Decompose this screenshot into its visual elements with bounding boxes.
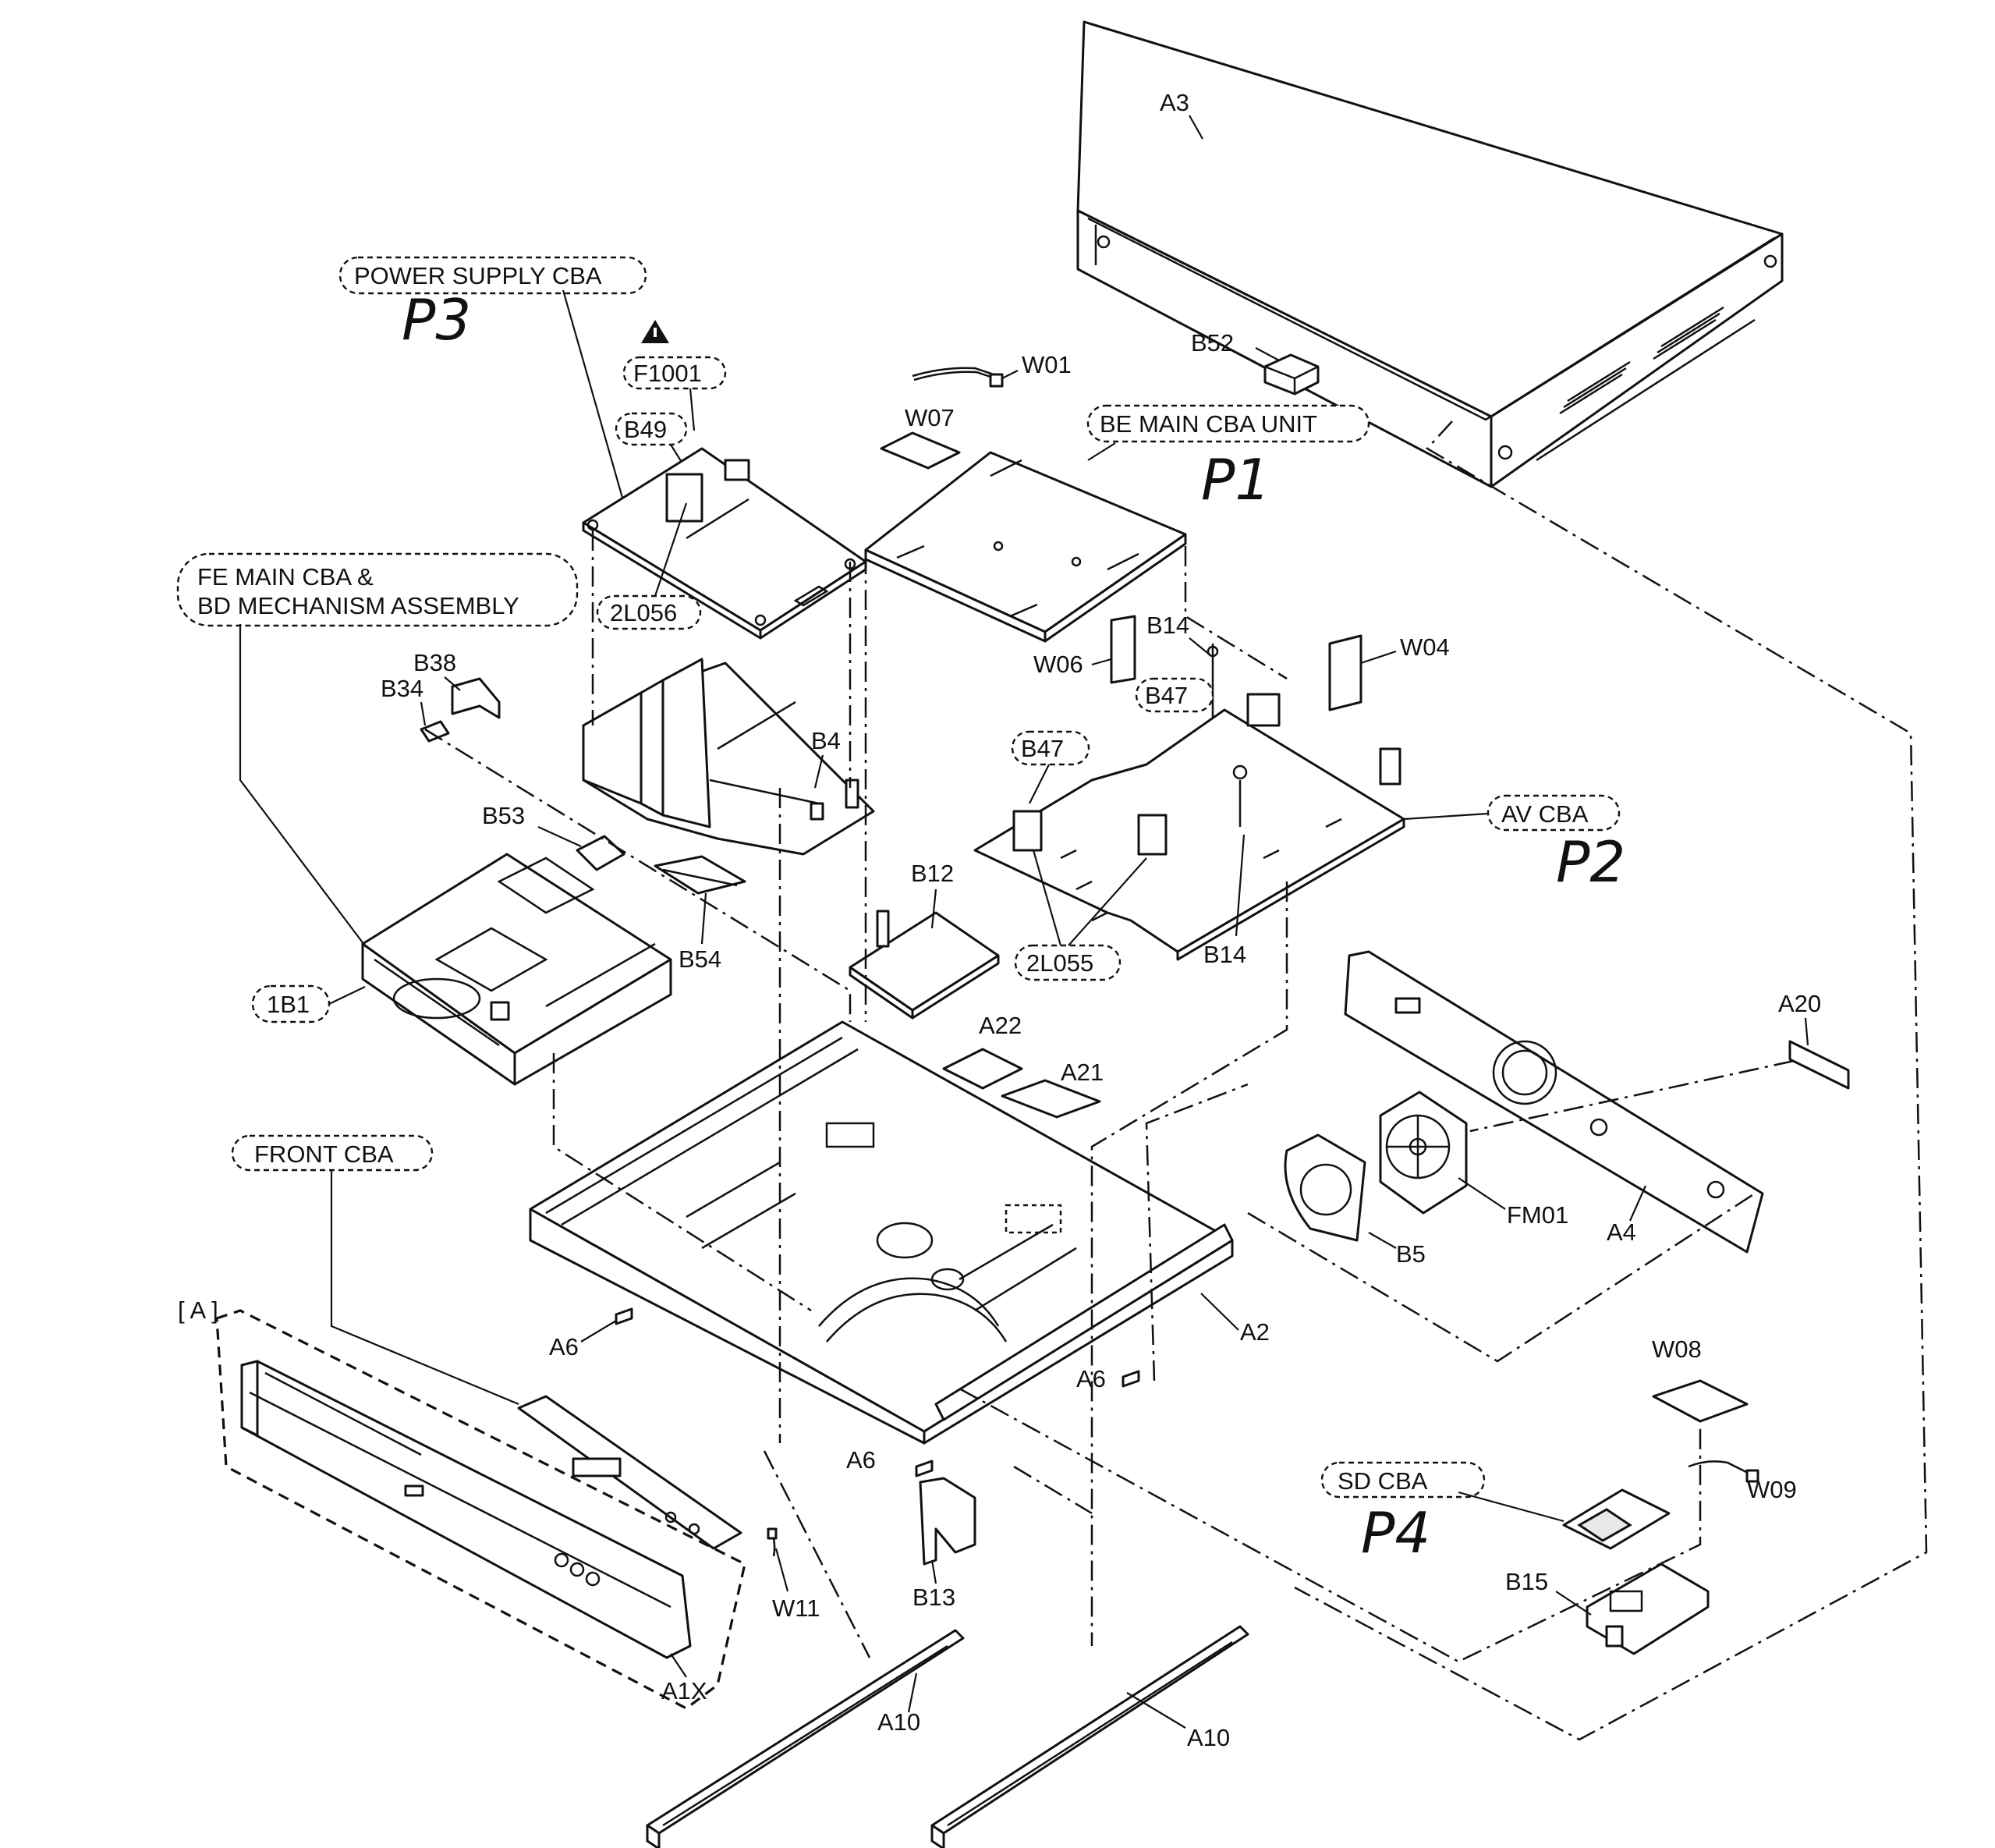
label-a20: A20 <box>1778 990 1821 1017</box>
main-chassis-a2 <box>529 1020 1234 1445</box>
part-w11 <box>767 1527 778 1557</box>
label-b34: B34 <box>381 675 423 702</box>
label-power-supply-cba: POWER SUPPLY CBA <box>354 262 602 289</box>
label-frame-2l056 <box>596 594 702 630</box>
label-a4: A4 <box>1607 1218 1636 1246</box>
label-w08: W08 <box>1652 1335 1702 1363</box>
label-b47-left: B47 <box>1021 735 1064 762</box>
label-p1: P1 <box>1201 447 1270 513</box>
part-w07 <box>880 431 961 470</box>
bd-mechanism-assembly <box>361 853 672 1086</box>
label-frame-b47-left <box>1011 730 1090 766</box>
label-bracket-a: [ A ] <box>178 1296 218 1324</box>
label-w01: W01 <box>1022 351 1072 378</box>
label-b47-right: B47 <box>1145 682 1188 709</box>
label-frame-av-cba <box>1487 794 1621 832</box>
label-w06: W06 <box>1033 651 1083 678</box>
label-fe-main-line2: BD MECHANISM ASSEMBLY <box>197 592 519 619</box>
fan-guard-b5 <box>1284 1133 1366 1242</box>
part-a6-bottom <box>915 1460 934 1477</box>
label-b14-bottom: B14 <box>1203 941 1246 968</box>
label-b53: B53 <box>482 802 525 829</box>
label-w07: W07 <box>905 404 955 431</box>
label-frame-be-main <box>1086 404 1370 443</box>
label-b12: B12 <box>911 860 954 887</box>
label-a3: A3 <box>1160 89 1189 116</box>
rail-a10-right <box>930 1625 1249 1848</box>
part-a6-left <box>615 1307 633 1325</box>
top-cover-a3 <box>1076 20 1784 488</box>
label-b52: B52 <box>1191 329 1234 356</box>
label-p2: P2 <box>1556 829 1625 895</box>
part-b38 <box>451 677 501 719</box>
part-w01 <box>912 367 1004 388</box>
label-2l056: 2L056 <box>610 599 677 626</box>
front-panel-a1x <box>240 1360 692 1659</box>
label-w09: W09 <box>1747 1476 1797 1503</box>
label-frame-fe-main <box>176 552 579 627</box>
label-a6-left: A6 <box>549 1333 579 1360</box>
power-supply-board <box>582 447 867 640</box>
label-b38: B38 <box>413 649 456 676</box>
label-2l055: 2L055 <box>1026 949 1093 977</box>
label-b54: B54 <box>679 945 721 973</box>
label-a10-right: A10 <box>1187 1724 1230 1751</box>
label-b5: B5 <box>1396 1240 1426 1268</box>
label-frame-b49 <box>615 412 688 446</box>
assembly-lines <box>424 420 1928 1741</box>
label-1b1: 1B1 <box>267 991 310 1018</box>
label-w11: W11 <box>772 1594 820 1622</box>
label-a6-bottom: A6 <box>846 1446 876 1474</box>
part-b34 <box>420 720 450 743</box>
label-a2: A2 <box>1240 1318 1270 1346</box>
part-a21 <box>1001 1079 1101 1119</box>
be-main-board <box>864 451 1187 643</box>
label-frame-sd-cba <box>1320 1461 1486 1499</box>
sd-board <box>1562 1488 1671 1550</box>
label-b4: B4 <box>811 727 841 754</box>
part-a22 <box>942 1048 1023 1090</box>
fan-fm01 <box>1379 1091 1468 1215</box>
part-a6-right <box>1122 1370 1140 1388</box>
part-w08 <box>1652 1379 1749 1423</box>
part-b12 <box>849 910 1000 1020</box>
power-supply-chassis-b4 <box>582 658 875 856</box>
part-b53 <box>576 835 625 871</box>
rear-panel-a4 <box>1344 950 1764 1254</box>
label-p3: P3 <box>402 287 471 353</box>
part-b52 <box>1263 353 1320 395</box>
label-f1001: F1001 <box>633 360 702 387</box>
part-w09 <box>1688 1460 1759 1483</box>
label-frame-b47-right <box>1135 677 1214 713</box>
part-w04 <box>1328 634 1362 711</box>
front-cba-board <box>517 1395 742 1550</box>
label-w04: W04 <box>1400 633 1450 661</box>
label-a21: A21 <box>1061 1059 1104 1086</box>
label-frame-power-supply <box>338 256 647 295</box>
label-frame-2l055 <box>1014 944 1122 981</box>
label-p4: P4 <box>1361 1500 1430 1566</box>
warning-triangle-icon <box>641 320 669 343</box>
rail-a10-left <box>646 1629 965 1848</box>
label-fm01: FM01 <box>1507 1201 1568 1229</box>
label-a1x: A1X <box>661 1677 707 1704</box>
label-fe-main-line1: FE MAIN CBA & <box>197 563 374 591</box>
label-front-cba: FRONT CBA <box>254 1140 394 1168</box>
label-a22: A22 <box>979 1012 1022 1039</box>
label-a10-left: A10 <box>877 1708 920 1736</box>
label-b14-top: B14 <box>1146 612 1189 639</box>
bracket-b13 <box>919 1477 976 1566</box>
part-b54 <box>654 855 746 895</box>
label-b49: B49 <box>624 416 667 443</box>
label-av-cba: AV CBA <box>1501 800 1589 828</box>
part-w06 <box>1110 615 1136 684</box>
part-a20 <box>1788 1040 1850 1090</box>
label-sd-cba: SD CBA <box>1338 1467 1428 1495</box>
label-frame-f1001 <box>622 356 727 390</box>
label-be-main-cba-unit: BE MAIN CBA UNIT <box>1100 410 1317 438</box>
sd-bracket-b15 <box>1586 1562 1710 1655</box>
label-b15: B15 <box>1505 1568 1548 1595</box>
label-b13: B13 <box>912 1584 955 1611</box>
